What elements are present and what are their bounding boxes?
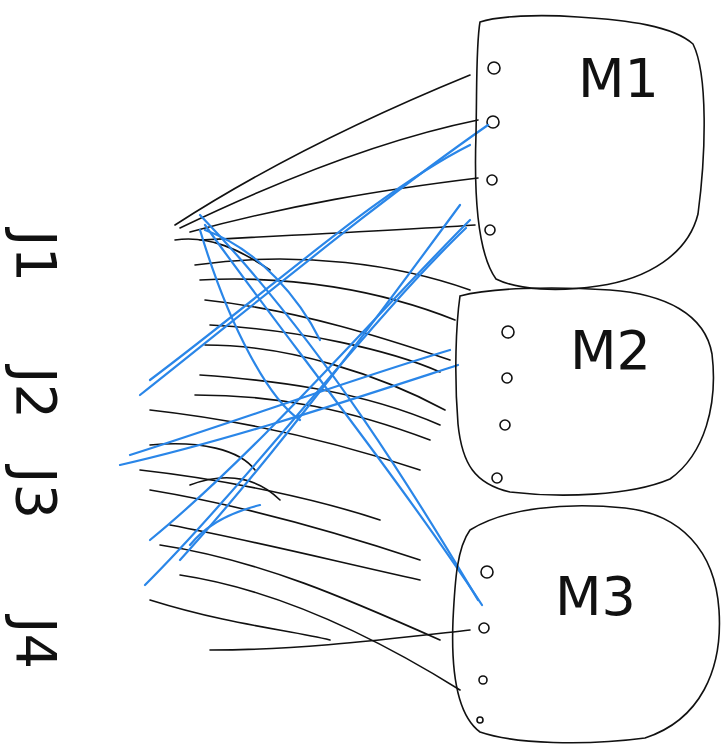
machine-blob: M2 [450, 284, 720, 500]
machine-blob: M1 [468, 14, 712, 296]
job-label: J4 [8, 617, 64, 669]
machine-name: M2 [570, 324, 651, 378]
job-label: J1 [8, 230, 64, 282]
machine-blob: M3 [445, 500, 725, 746]
blob-outline [450, 284, 720, 500]
job-label: J3 [8, 467, 64, 519]
machine-name: M1 [578, 52, 659, 106]
job-label: J2 [8, 367, 64, 419]
machine-name: M3 [555, 570, 636, 624]
